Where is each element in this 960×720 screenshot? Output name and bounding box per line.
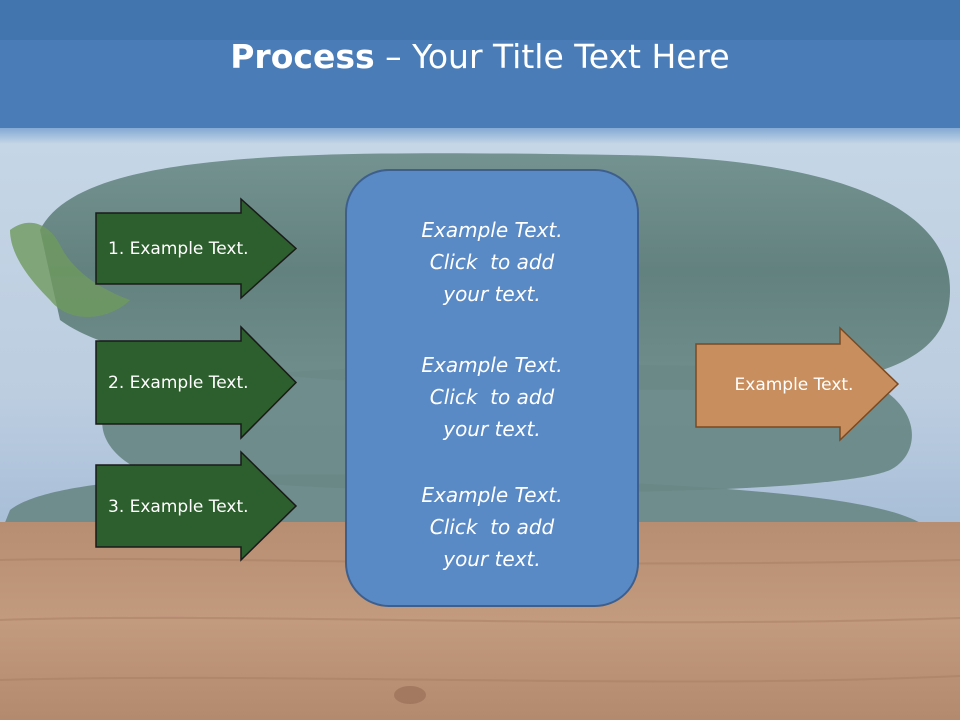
process-arrow-3[interactable]: 3. Example Text. [95, 450, 298, 562]
center-text-item-2: Example Text. Click to add your text. [347, 349, 637, 445]
arrow-label: Example Text. [734, 374, 854, 395]
title-bold: Process [230, 36, 375, 76]
center-text-item-1: Example Text. Click to add your text. [347, 214, 637, 310]
center-text-line: Example Text. [421, 483, 563, 507]
arrow-label: 1. Example Text. [108, 238, 249, 259]
center-text-line: Example Text. [421, 218, 563, 242]
process-arrow-1[interactable]: 1. Example Text. [95, 197, 298, 300]
output-arrow[interactable]: Example Text. [695, 326, 900, 442]
center-text-item-3: Example Text. Click to add your text. [347, 479, 637, 575]
arrow-shape [95, 325, 298, 440]
center-text-line: Click to add [429, 250, 555, 274]
arrow-shape [95, 450, 298, 562]
title-bar: Process – Your Title Text Here [0, 0, 960, 128]
arrow-label: 2. Example Text. [108, 372, 249, 393]
center-text-box[interactable]: Example Text. Click to add your text. Ex… [345, 169, 639, 607]
center-text-line: Click to add [429, 515, 555, 539]
arrow-shape [95, 197, 298, 300]
center-text-line: your text. [443, 547, 541, 571]
title-rest: – Your Title Text Here [374, 36, 730, 76]
center-text-line: Example Text. [421, 353, 563, 377]
arrow-shape [695, 326, 900, 442]
center-text-line: Click to add [429, 385, 555, 409]
arrow-label: 3. Example Text. [108, 496, 249, 517]
center-text-line: your text. [443, 282, 541, 306]
center-text-line: your text. [443, 417, 541, 441]
process-arrow-2[interactable]: 2. Example Text. [95, 325, 298, 440]
slide-title[interactable]: Process – Your Title Text Here [230, 37, 729, 76]
